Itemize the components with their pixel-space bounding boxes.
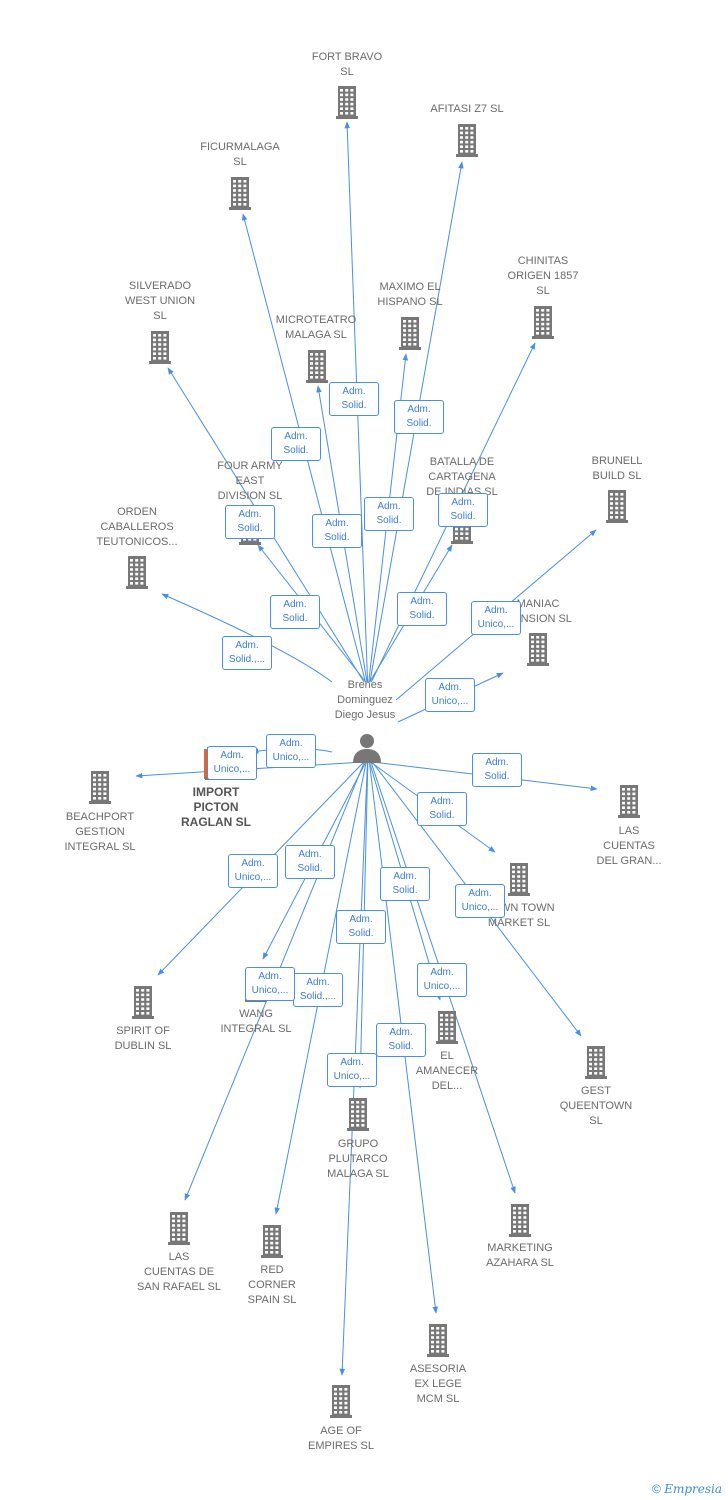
edge-role-label[interactable]: Adm. Solid. bbox=[417, 792, 467, 826]
company-label[interactable]: ORDEN CABALLEROS TEUTONICOS... bbox=[96, 506, 178, 548]
building-icon[interactable] bbox=[254, 1223, 290, 1259]
edge-role-label[interactable]: Adm. Solid. bbox=[394, 400, 444, 434]
copyright-symbol: © bbox=[652, 1482, 661, 1496]
edge-role-label[interactable]: Adm. Unico,... bbox=[471, 601, 521, 635]
building-icon[interactable] bbox=[299, 348, 335, 384]
building-icon[interactable] bbox=[578, 1044, 614, 1080]
brand-name[interactable]: Empresia bbox=[664, 1482, 722, 1496]
building-icon[interactable] bbox=[501, 861, 537, 897]
edge-role-label[interactable]: Adm. Unico,... bbox=[207, 746, 257, 780]
company-label[interactable]: MAXIMO EL HISPANO SL bbox=[377, 281, 443, 308]
company-label[interactable]: SILVERADO WEST UNION SL bbox=[124, 280, 196, 322]
edge-role-label[interactable]: Adm. Solid. bbox=[271, 427, 321, 461]
company-label[interactable]: IMPORT PICTON RAGLAN SL bbox=[181, 785, 251, 829]
edge-role-label[interactable]: Adm. Solid. bbox=[225, 505, 275, 539]
company-label[interactable]: GRUPO PLUTARCO MALAGA SL bbox=[327, 1138, 389, 1180]
building-icon[interactable] bbox=[329, 84, 365, 120]
building-icon[interactable] bbox=[119, 554, 155, 590]
company-label[interactable]: AFITASI Z7 SL bbox=[430, 103, 504, 115]
company-label[interactable]: MARKETING AZAHARA SL bbox=[486, 1242, 554, 1269]
edge-role-label[interactable]: Adm. Unico,... bbox=[228, 854, 278, 888]
company-label[interactable]: ASESORIA EX LEGE MCM SL bbox=[409, 1363, 467, 1405]
building-icon[interactable] bbox=[611, 783, 647, 819]
building-icon[interactable] bbox=[502, 1202, 538, 1238]
building-icon[interactable] bbox=[142, 329, 178, 365]
edge-role-label[interactable]: Adm. Solid. bbox=[329, 382, 379, 416]
edge-role-label[interactable]: Adm. Unico,... bbox=[266, 734, 316, 768]
edge-role-label[interactable]: Adm. Solid. bbox=[472, 753, 522, 787]
company-label[interactable]: GEST QUEENTOWN SL bbox=[559, 1085, 633, 1127]
edge-role-label[interactable]: Adm. Unico,... bbox=[245, 967, 295, 1001]
edge-role-label[interactable]: Adm. Solid. bbox=[285, 845, 335, 879]
company-label[interactable]: EL AMANECER DEL... bbox=[415, 1050, 479, 1092]
edge-role-label[interactable]: Adm. Solid.,... bbox=[293, 973, 343, 1007]
person-icon[interactable] bbox=[351, 732, 383, 764]
company-label[interactable]: BRUNELL BUILD SL bbox=[591, 455, 643, 482]
building-icon[interactable] bbox=[340, 1096, 376, 1132]
building-icon[interactable] bbox=[125, 984, 161, 1020]
edge-role-label[interactable]: Adm. Solid. bbox=[376, 1023, 426, 1057]
edge-role-label[interactable]: Adm. Solid. bbox=[364, 497, 414, 531]
edge-role-label[interactable]: Adm. Unico,... bbox=[425, 678, 475, 712]
edge-role-label[interactable]: Adm. Solid. bbox=[312, 514, 362, 548]
building-icon[interactable] bbox=[161, 1210, 197, 1246]
building-icon[interactable] bbox=[429, 1009, 465, 1045]
company-label[interactable]: BEACHPORT GESTION INTEGRAL SL bbox=[64, 811, 136, 853]
person-name-label: Brenes Dominguez Diego Jesus bbox=[334, 679, 396, 721]
company-label[interactable]: FORT BRAVO SL bbox=[311, 51, 383, 78]
building-icon[interactable] bbox=[525, 304, 561, 340]
edge-role-label[interactable]: Adm. Solid. bbox=[397, 592, 447, 626]
footer-brand: © Empresia bbox=[652, 1482, 722, 1496]
company-label[interactable]: WANG INTEGRAL SL bbox=[220, 1008, 292, 1035]
edge-role-label[interactable]: Adm. Unico,... bbox=[417, 963, 467, 997]
edge-role-label[interactable]: Adm. Unico,... bbox=[327, 1053, 377, 1087]
company-label[interactable]: SPIRIT OF DUBLIN SL bbox=[114, 1025, 172, 1052]
building-icon[interactable] bbox=[520, 631, 556, 667]
building-icon[interactable] bbox=[392, 315, 428, 351]
company-label[interactable]: CHINITAS ORIGEN 1857 SL bbox=[507, 255, 579, 297]
building-icon[interactable] bbox=[449, 122, 485, 158]
company-label[interactable]: RED CORNER SPAIN SL bbox=[247, 1264, 297, 1306]
edge-role-label[interactable]: Adm. Solid. bbox=[380, 867, 430, 901]
edge-role-label[interactable]: Adm. Solid.,... bbox=[222, 636, 272, 670]
company-label[interactable]: LAS CUENTAS DE SAN RAFAEL SL bbox=[137, 1251, 221, 1293]
company-label[interactable]: FOUR ARMY EAST DIVISION SL bbox=[217, 460, 283, 502]
edge-role-label[interactable]: Adm. Solid. bbox=[336, 910, 386, 944]
building-icon[interactable] bbox=[323, 1383, 359, 1419]
company-label[interactable]: MICROTEATRO MALAGA SL bbox=[275, 314, 357, 341]
building-icon[interactable] bbox=[82, 769, 118, 805]
company-label[interactable]: FICURMALAGA SL bbox=[200, 141, 280, 168]
company-label[interactable]: LAS CUENTAS DEL GRAN... bbox=[596, 825, 662, 867]
edge-role-label[interactable]: Adm. Solid. bbox=[438, 493, 488, 527]
edge-role-label[interactable]: Adm. Unico,... bbox=[455, 884, 505, 918]
building-icon[interactable] bbox=[599, 488, 635, 524]
building-icon[interactable] bbox=[420, 1322, 456, 1358]
company-label[interactable]: AGE OF EMPIRES SL bbox=[307, 1425, 375, 1452]
building-icon[interactable] bbox=[222, 175, 258, 211]
edge-role-label[interactable]: Adm. Solid. bbox=[270, 595, 320, 629]
